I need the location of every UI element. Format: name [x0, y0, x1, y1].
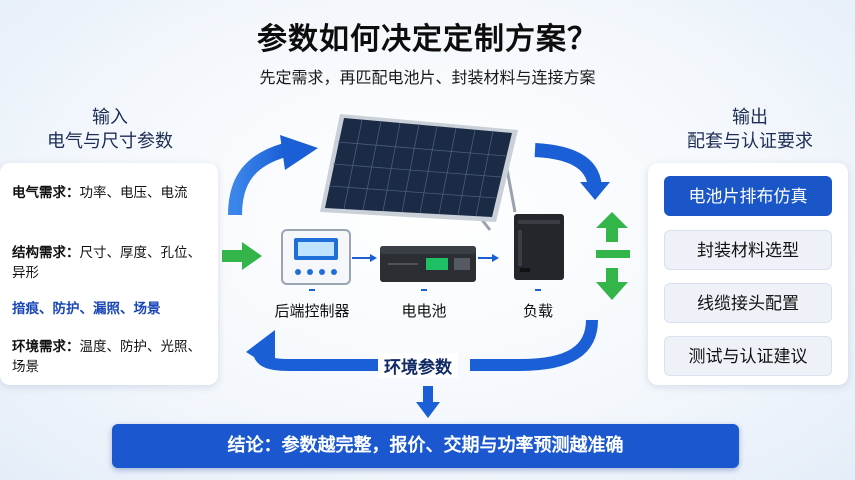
environment-parameters-label: 环境参数 — [378, 353, 458, 378]
down-arrow-head — [416, 402, 440, 418]
environment-requirement: 环境需求：温度、防护、光照、场景 — [12, 337, 212, 377]
battery-label: 电电池 — [401, 302, 447, 320]
requirement-label: 电气需求： — [12, 185, 80, 201]
curve-arrow-up-left — [228, 143, 288, 216]
input-heading-line1: 输入 — [92, 107, 128, 128]
controller-device-icon — [281, 229, 351, 285]
input-heading: 输入 电气与尺寸参数 — [20, 106, 200, 154]
controller-label: 后端控制器 — [274, 302, 350, 320]
battery-device-icon — [380, 246, 476, 282]
requirement-value: 温度、防护、光照、场景 — [12, 339, 201, 375]
output-item-cable[interactable]: 线缆接头配置 — [664, 283, 832, 323]
arrowhead-down-right — [580, 182, 610, 200]
output-heading: 输出 配套与认证要求 — [660, 106, 840, 154]
requirement-value: 揞痕、防护、漏照、场景 — [12, 301, 161, 317]
load-device-icon — [514, 214, 564, 280]
page-title: 参数如何决定定制方案？ — [257, 22, 598, 57]
curve-arrow-bottom-left — [252, 348, 378, 371]
green-arrow-head — [242, 242, 262, 270]
electrical-requirement: 电气需求：功率、电压、电流 — [12, 183, 212, 203]
green-divider — [596, 250, 630, 258]
input-panel: 电气需求：功率、电压、电流 结构需求：尺寸、厚度、孔位、异形 揞痕、防护、漏照、… — [0, 163, 218, 385]
green-up-arrow — [596, 212, 628, 228]
output-item-testing[interactable]: 测试与认证建议 — [664, 336, 832, 376]
requirement-label: 环境需求： — [12, 339, 80, 355]
protection-requirement: 揞痕、防护、漏照、场景 — [12, 299, 212, 319]
output-heading-line1: 输出 — [732, 107, 768, 128]
load-label: 负载 — [522, 302, 553, 320]
arrowhead-up-left — [280, 135, 318, 170]
output-item-encapsulation[interactable]: 封装材料选型 — [664, 230, 832, 270]
green-arrow-shaft — [222, 250, 244, 262]
structural-requirement: 结构需求：尺寸、厚度、孔位、异形 — [12, 243, 212, 283]
requirement-label: 结构需求： — [12, 245, 80, 261]
down-arrow-shaft — [423, 386, 433, 404]
arrowhead-bottom-left — [246, 330, 275, 370]
output-item-cell-layout[interactable]: 电池片排布仿真 — [664, 176, 832, 216]
solar-panel-illustration — [320, 114, 518, 231]
output-panel: 电池片排布仿真 封装材料选型 线缆接头配置 测试与认证建议 — [648, 163, 848, 385]
page-subtitle: 先定需求，再匹配电池片、封装材料与连接方案 — [259, 68, 596, 87]
green-down-arrow — [596, 282, 628, 300]
input-heading-line2: 电气与尺寸参数 — [47, 131, 173, 152]
requirement-value: 功率、电压、电流 — [79, 185, 188, 201]
conclusion-banner: 结论：参数越完整，报价、交期与功率预测越准确 — [112, 424, 739, 468]
curve-arrow-bottom-right — [470, 319, 598, 371]
output-heading-line2: 配套与认证要求 — [687, 131, 813, 152]
requirement-value: 尺寸、厚度、孔位、异形 — [12, 245, 201, 281]
